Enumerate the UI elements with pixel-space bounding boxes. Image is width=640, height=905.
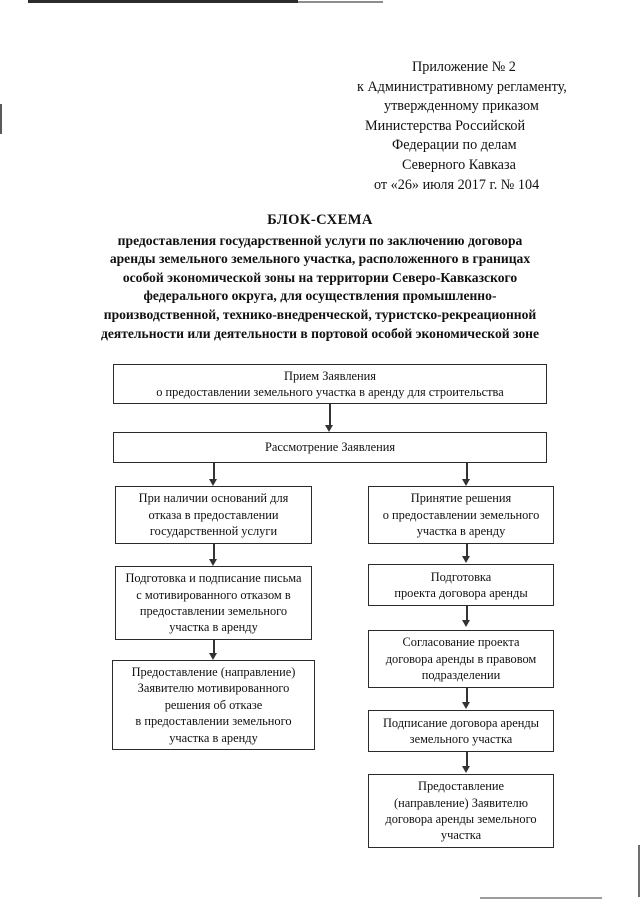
connector-decision-to-draft	[466, 544, 468, 559]
flow-node-decision-grant-line-2: о предоставлении земельного	[382, 507, 540, 522]
flow-node-refusal-grounds-line-2: отказа в предоставлении	[148, 507, 279, 522]
flow-node-sign-contract-line-1: Подписание договора аренды	[382, 715, 540, 730]
document-subtitle-line-6: деятельности или деятельности в портовой…	[100, 325, 540, 341]
page-title: БЛОК-СХЕМА предоставления государственно…	[60, 211, 580, 343]
appendix-reference-line-6: Северного Кавказа	[402, 156, 516, 173]
arrowhead-decision-to-draft	[462, 556, 470, 563]
flow-node-intake: Прием Заявления о предоставлении земельн…	[113, 364, 547, 404]
flow-node-deliver-contract-line-1: Предоставление	[418, 779, 504, 794]
flow-node-review: Рассмотрение Заявления	[113, 432, 547, 463]
appendix-reference-line-5: Федерации по делам	[392, 137, 517, 154]
flow-node-deliver-contract-line-4: участка	[440, 828, 482, 843]
flow-node-deliver-contract-line-3: договора аренды земельного	[385, 812, 537, 826]
flow-node-refusal-delivery-line-1: Предоставление (направление)	[131, 664, 296, 679]
flow-node-refusal-grounds: При наличии оснований для отказа в предо…	[115, 486, 312, 544]
flow-node-refusal-letter: Подготовка и подписание письма с мотивир…	[115, 566, 312, 640]
connector-review-to-right-branch	[466, 463, 468, 481]
flow-node-intake-line-1: Прием Заявления	[284, 368, 376, 383]
arrowhead-legal-approval-to-sign	[462, 702, 470, 709]
flow-node-intake-line-2: о предоставлении земельного участка в ар…	[156, 385, 504, 399]
flow-node-draft-contract: Подготовка проекта договора аренды	[368, 564, 554, 606]
flow-node-refusal-delivery-line-5: участка в аренду	[169, 730, 258, 745]
flow-node-refusal-grounds-line-1: При наличии оснований для	[138, 491, 289, 506]
connector-sign-to-deliver	[466, 752, 468, 769]
connector-draft-to-legal-approval	[466, 606, 468, 623]
flow-node-refusal-delivery-line-3: решения об отказе	[164, 697, 263, 712]
flow-node-review-line-1: Рассмотрение Заявления	[264, 440, 396, 455]
appendix-reference-line-4: Министерства Российской	[365, 117, 526, 134]
flow-node-deliver-contract-line-2: (направление) Заявителю	[393, 795, 529, 810]
document-subtitle-line-1: предоставления государственной услуги по…	[117, 232, 523, 248]
flow-node-legal-approval: Согласование проекта договора аренды в п…	[368, 630, 554, 688]
document-subtitle-line-2: аренды земельного земельного участка, ра…	[109, 251, 531, 267]
arrowhead-review-to-right-branch	[462, 479, 470, 486]
appendix-reference-block: Приложение № 2 к Административному регла…	[357, 58, 622, 195]
document-subtitle-line-4: федерального округа, для осуществления п…	[143, 288, 497, 304]
flow-node-refusal-grounds-line-3: государственной услуги	[149, 524, 278, 539]
connector-refusal-grounds-to-letter	[213, 544, 215, 561]
flow-node-decision-grant-line-1: Принятие решения	[410, 491, 512, 506]
appendix-reference-line-2: к Административному регламенту,	[357, 78, 567, 95]
flow-node-refusal-letter-line-4: участка в аренду	[169, 620, 258, 635]
flow-node-refusal-delivery-line-2: Заявителю мотивированного	[137, 681, 290, 696]
connector-review-to-left-branch	[213, 463, 215, 481]
appendix-reference-line-7: от «26» июля 2017 г. № 104	[374, 176, 540, 193]
flow-node-legal-approval-line-2: договора аренды в правовом	[385, 651, 537, 666]
scan-artifact-bottom-edge	[480, 897, 602, 899]
connector-refusal-letter-to-delivery	[213, 640, 215, 656]
flow-node-legal-approval-line-3: подразделении	[421, 668, 501, 683]
scan-artifact-right-edge	[638, 845, 640, 897]
flow-node-refusal-delivery-line-4: в предоставлении земельного	[135, 714, 292, 729]
connector-legal-approval-to-sign	[466, 688, 468, 705]
scan-artifact-top-edge-secondary	[298, 1, 383, 3]
arrowhead-intake-to-review	[325, 425, 333, 432]
arrowhead-sign-to-deliver	[462, 766, 470, 773]
flow-node-draft-contract-line-2: проекта договора аренды	[394, 586, 528, 600]
appendix-reference-line-3: утвержденному приказом	[384, 98, 539, 115]
flow-node-refusal-letter-line-1: Подготовка и подписание письма	[125, 571, 302, 586]
flow-node-sign-contract-line-2: земельного участка	[409, 732, 513, 746]
flow-node-decision-grant: Принятие решения о предоставлении земель…	[368, 486, 554, 544]
arrowhead-review-to-left-branch	[209, 479, 217, 486]
connector-intake-to-review	[329, 404, 331, 427]
scan-artifact-left-edge	[0, 104, 2, 134]
document-heading: БЛОК-СХЕМА	[267, 212, 373, 228]
flow-node-refusal-letter-line-3: предоставлении земельного	[139, 604, 288, 618]
document-subtitle-line-5: производственной, технико-внедренческой,…	[103, 306, 537, 322]
arrowhead-draft-to-legal-approval	[462, 620, 470, 627]
flow-node-sign-contract: Подписание договора аренды земельного уч…	[368, 710, 554, 752]
flow-node-deliver-contract: Предоставление (направление) Заявителю д…	[368, 774, 554, 848]
flow-node-legal-approval-line-1: Согласование проекта	[402, 635, 520, 650]
appendix-reference-line-1: Приложение № 2	[412, 59, 516, 75]
document-subtitle-line-3: особой экономической зоны на территории …	[122, 269, 518, 285]
flow-node-refusal-letter-line-2: с мотивированного отказом в	[136, 587, 291, 602]
scan-artifact-top-edge	[28, 0, 298, 3]
arrowhead-refusal-grounds-to-letter	[209, 559, 217, 566]
flow-node-draft-contract-line-1: Подготовка	[430, 569, 492, 584]
arrowhead-refusal-letter-to-delivery	[209, 653, 217, 660]
flow-node-decision-grant-line-3: участка в аренду	[416, 524, 506, 539]
flow-node-refusal-delivery: Предоставление (направление) Заявителю м…	[112, 660, 315, 750]
